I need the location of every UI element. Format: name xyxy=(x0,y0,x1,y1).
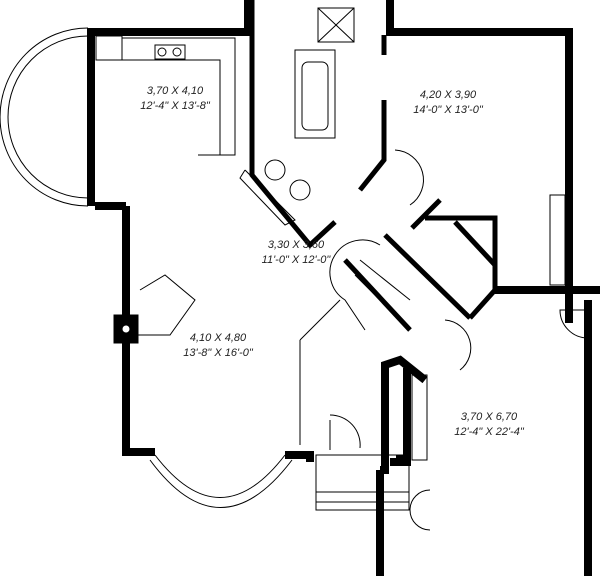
shower xyxy=(317,7,355,43)
bay-window-living xyxy=(149,454,293,508)
room-bedroom-metric: 4,20 X 3,90 xyxy=(419,89,477,101)
bay-window-left xyxy=(0,27,89,207)
room-living-metric: 4,10 X 4,80 xyxy=(189,332,247,344)
room-living-label: 4,10 X 4,80 13'-8" X 16'-0" xyxy=(183,331,253,361)
room-garage-metric: 3,70 X 6,70 xyxy=(460,411,518,423)
room-hall-imperial: 11'-0" X 12'-0" xyxy=(261,254,331,266)
room-kitchen-imperial: 12'-4" X 13'-8" xyxy=(140,100,210,112)
fireplace xyxy=(113,274,196,344)
staircase xyxy=(299,239,411,445)
vanity xyxy=(239,159,311,226)
bathtub xyxy=(294,49,336,139)
room-kitchen-metric: 3,70 X 4,10 xyxy=(146,85,204,97)
entry-steps xyxy=(315,454,410,511)
room-garage-imperial: 12'-4" X 22'-4" xyxy=(454,426,524,438)
doors xyxy=(329,149,589,531)
room-living-imperial: 13'-8" X 16'-0" xyxy=(183,347,253,359)
room-garage-label: 3,70 X 6,70 12'-4" X 22'-4" xyxy=(454,410,524,440)
room-bedroom-label: 4,20 X 3,90 14'-0" X 13'-0" xyxy=(413,88,483,118)
interior-walls xyxy=(249,0,498,332)
room-hall-metric: 3,30 X 3,60 xyxy=(267,239,325,251)
closets xyxy=(411,194,566,461)
exterior-walls xyxy=(87,0,600,576)
room-kitchen-label: 3,70 X 4,10 12'-4" X 13'-8" xyxy=(140,84,210,114)
room-hall-label: 3,30 X 3,60 11'-0" X 12'-0" xyxy=(262,238,331,268)
kitchen-counter xyxy=(95,35,236,156)
room-bedroom-imperial: 14'-0" X 13'-0" xyxy=(413,104,483,116)
